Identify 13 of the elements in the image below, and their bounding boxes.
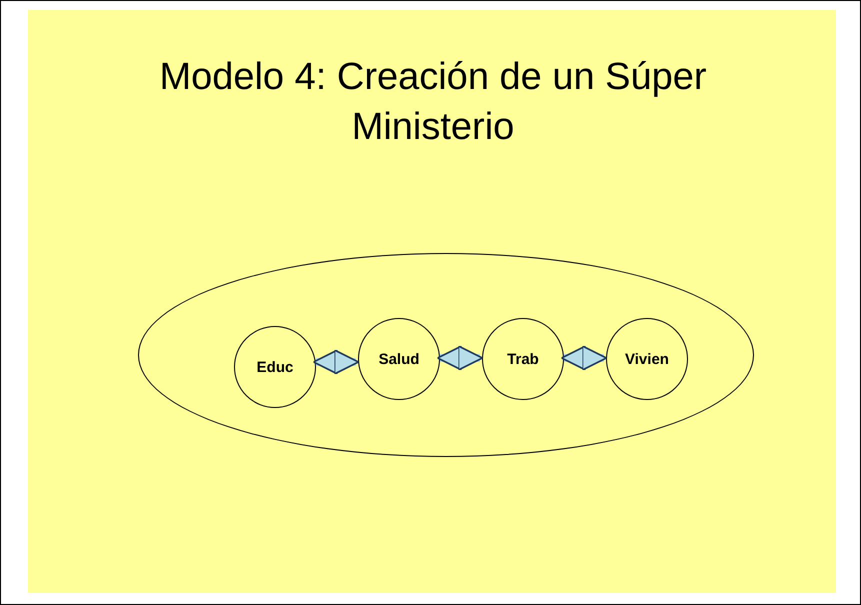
- ellipse-group: [138, 253, 754, 457]
- node-label: Educ: [256, 358, 294, 376]
- circle-node: [482, 318, 564, 400]
- double-arrow: [436, 345, 484, 371]
- circle-node: [234, 326, 316, 408]
- node-label: Vivien: [625, 350, 669, 368]
- node-label: Salud: [378, 350, 420, 368]
- node-label: Trab: [507, 350, 539, 368]
- double-arrow: [312, 349, 360, 375]
- title: Modelo 4: Creación de un Súper Ministerio: [158, 55, 708, 150]
- double-arrow: [560, 345, 608, 371]
- circle-node: [358, 318, 440, 400]
- circle-node: [606, 318, 688, 400]
